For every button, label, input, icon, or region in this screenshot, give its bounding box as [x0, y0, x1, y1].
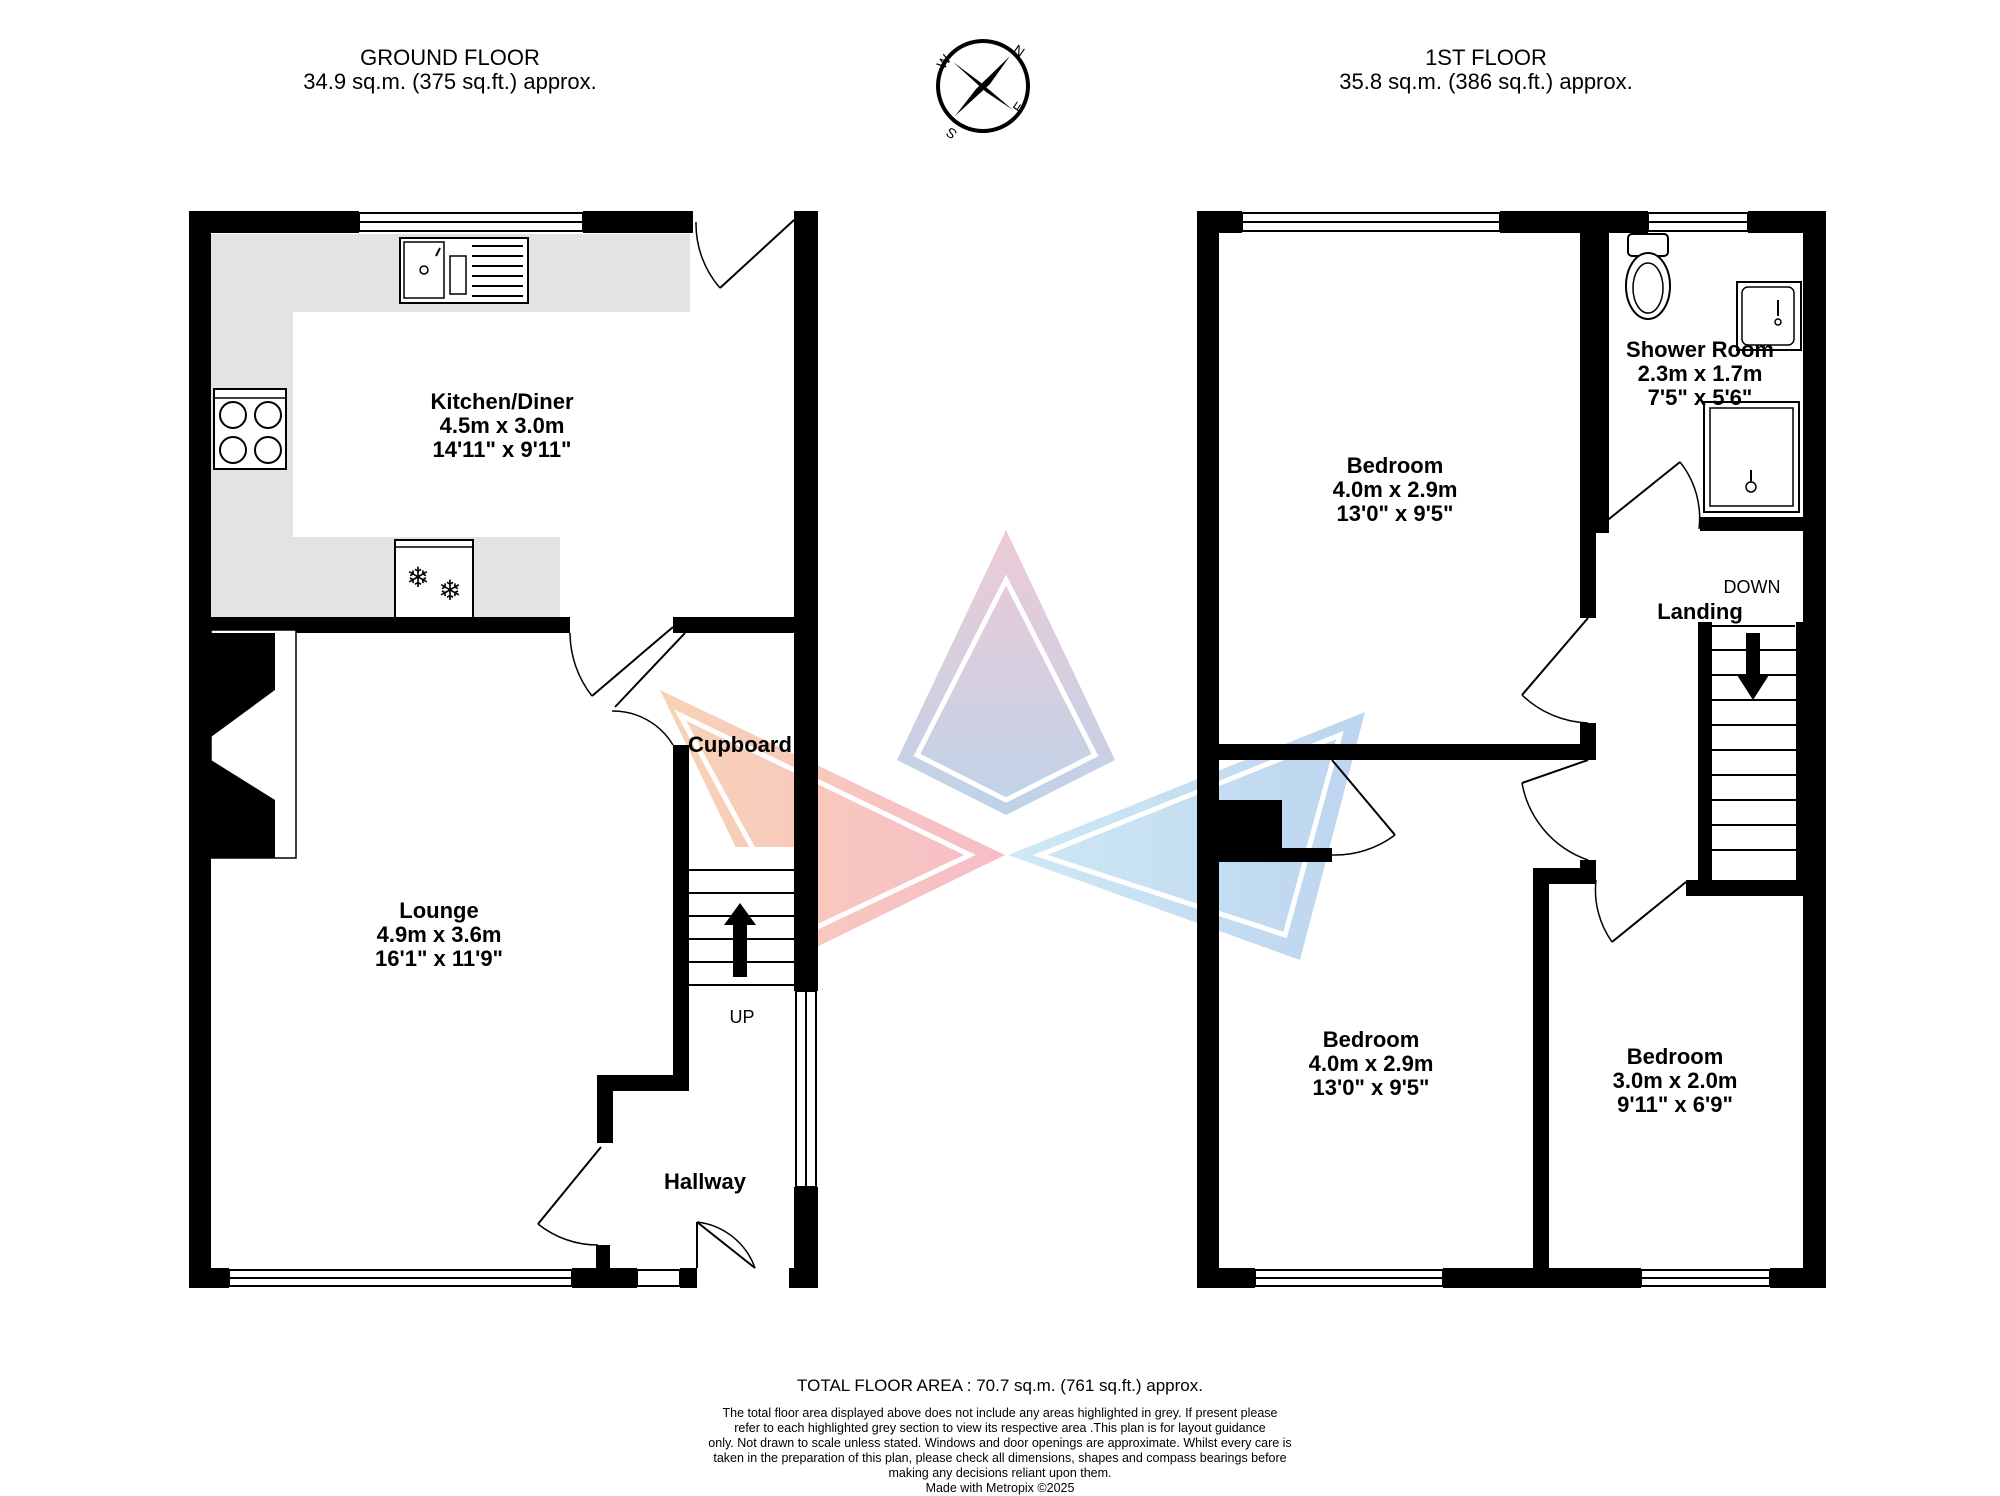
- arrow-up-icon: [724, 903, 756, 977]
- svg-text:❄: ❄: [438, 574, 461, 607]
- door: [537, 1146, 602, 1246]
- bedroom-2-metric: 4.0m x 2.9m: [1309, 1051, 1434, 1076]
- door: [1603, 461, 1701, 530]
- ground-floor-area: 34.9 sq.m. (375 sq.ft.) approx.: [303, 69, 597, 94]
- bedroom-3-metric: 3.0m x 2.0m: [1613, 1068, 1738, 1093]
- first-floor-plan: Bedroom 4.0m x 2.9m 13'0" x 9'5" Shower …: [1197, 211, 1826, 1288]
- door: [1331, 759, 1396, 856]
- shower-tray-icon: [1703, 401, 1800, 513]
- first-floor-header: 1ST FLOOR 35.8 sq.m. (386 sq.ft.) approx…: [1286, 46, 1686, 94]
- credit: Made with Metropix ©2025: [925, 1481, 1075, 1495]
- shower-room-name: Shower Room: [1626, 337, 1774, 362]
- ground-floor-header: GROUND FLOOR 34.9 sq.m. (375 sq.ft.) app…: [250, 46, 650, 94]
- disclaimer-line: The total floor area displayed above doe…: [722, 1406, 1278, 1420]
- footer: TOTAL FLOOR AREA : 70.7 sq.m. (761 sq.ft…: [640, 1376, 1360, 1496]
- hallway-name: Hallway: [664, 1169, 747, 1194]
- kitchen-diner-imperial: 14'11" x 9'11": [432, 437, 571, 462]
- lounge-imperial: 16'1" x 11'9": [375, 946, 503, 971]
- door: [1521, 617, 1589, 724]
- door: [569, 626, 674, 697]
- door: [611, 632, 686, 746]
- shower-room-metric: 2.3m x 1.7m: [1638, 361, 1763, 386]
- stairs-down-label: DOWN: [1724, 577, 1781, 597]
- bedroom-2-name: Bedroom: [1323, 1027, 1420, 1052]
- bedroom-3-name: Bedroom: [1627, 1044, 1724, 1069]
- disclaimer-line: only. Not drawn to scale unless stated. …: [708, 1436, 1292, 1450]
- shower-room-imperial: 7'5" x 5'6": [1648, 385, 1753, 410]
- window: [358, 212, 584, 232]
- window: [636, 1269, 681, 1287]
- sink-icon: [399, 237, 529, 304]
- fridge-freezer-icon: ❄ ❄: [394, 539, 474, 619]
- watermark-logo: [660, 530, 1365, 960]
- arrow-down-icon: [1737, 633, 1769, 700]
- window: [1254, 1269, 1444, 1287]
- kitchen-diner-name: Kitchen/Diner: [430, 389, 573, 414]
- disclaimer-line: making any decisions reliant upon them.: [888, 1466, 1112, 1480]
- bedroom-1-metric: 4.0m x 2.9m: [1333, 477, 1458, 502]
- bedroom-3-imperial: 9'11" x 6'9": [1617, 1092, 1733, 1117]
- svg-text:❄: ❄: [406, 561, 429, 594]
- bedroom-1-name: Bedroom: [1347, 453, 1444, 478]
- ground-floor-title: GROUND FLOOR: [360, 45, 540, 70]
- disclaimer: The total floor area displayed above doe…: [640, 1406, 1360, 1496]
- cupboard-name: Cupboard: [688, 732, 792, 757]
- door: [1521, 759, 1589, 861]
- compass-s: S: [943, 124, 960, 142]
- landing-name: Landing: [1657, 599, 1743, 624]
- window: [1647, 212, 1749, 232]
- kitchen-diner-metric: 4.5m x 3.0m: [440, 413, 565, 438]
- stairs: [689, 847, 794, 986]
- bedroom-2-imperial: 13'0" x 9'5": [1313, 1075, 1430, 1100]
- stairs: [1712, 633, 1796, 851]
- disclaimer-line: refer to each highlighted grey section t…: [734, 1421, 1266, 1435]
- window: [795, 990, 817, 1188]
- ground-floor-plan: ❄ ❄: [189, 211, 818, 1288]
- basin-icon: [1736, 281, 1802, 351]
- stairs-up-label: UP: [729, 1007, 754, 1027]
- first-floor-area: 35.8 sq.m. (386 sq.ft.) approx.: [1339, 69, 1633, 94]
- compass-n: N: [1010, 41, 1027, 60]
- window: [1640, 1269, 1771, 1287]
- door: [695, 219, 795, 289]
- total-floor-area: TOTAL FLOOR AREA : 70.7 sq.m. (761 sq.ft…: [797, 1376, 1203, 1395]
- window: [228, 1269, 573, 1287]
- lounge-metric: 4.9m x 3.6m: [377, 922, 502, 947]
- hob-icon: [213, 388, 287, 470]
- bedroom-1-imperial: 13'0" x 9'5": [1337, 501, 1454, 526]
- door: [1594, 879, 1687, 943]
- compass-icon: N E S W: [933, 39, 1030, 143]
- toilet-icon: [1625, 233, 1671, 320]
- window: [1241, 212, 1501, 232]
- disclaimer-line: taken in the preparation of this plan, p…: [713, 1451, 1287, 1465]
- first-floor-title: 1ST FLOOR: [1425, 45, 1547, 70]
- door: [696, 1221, 756, 1269]
- lounge-name: Lounge: [399, 898, 478, 923]
